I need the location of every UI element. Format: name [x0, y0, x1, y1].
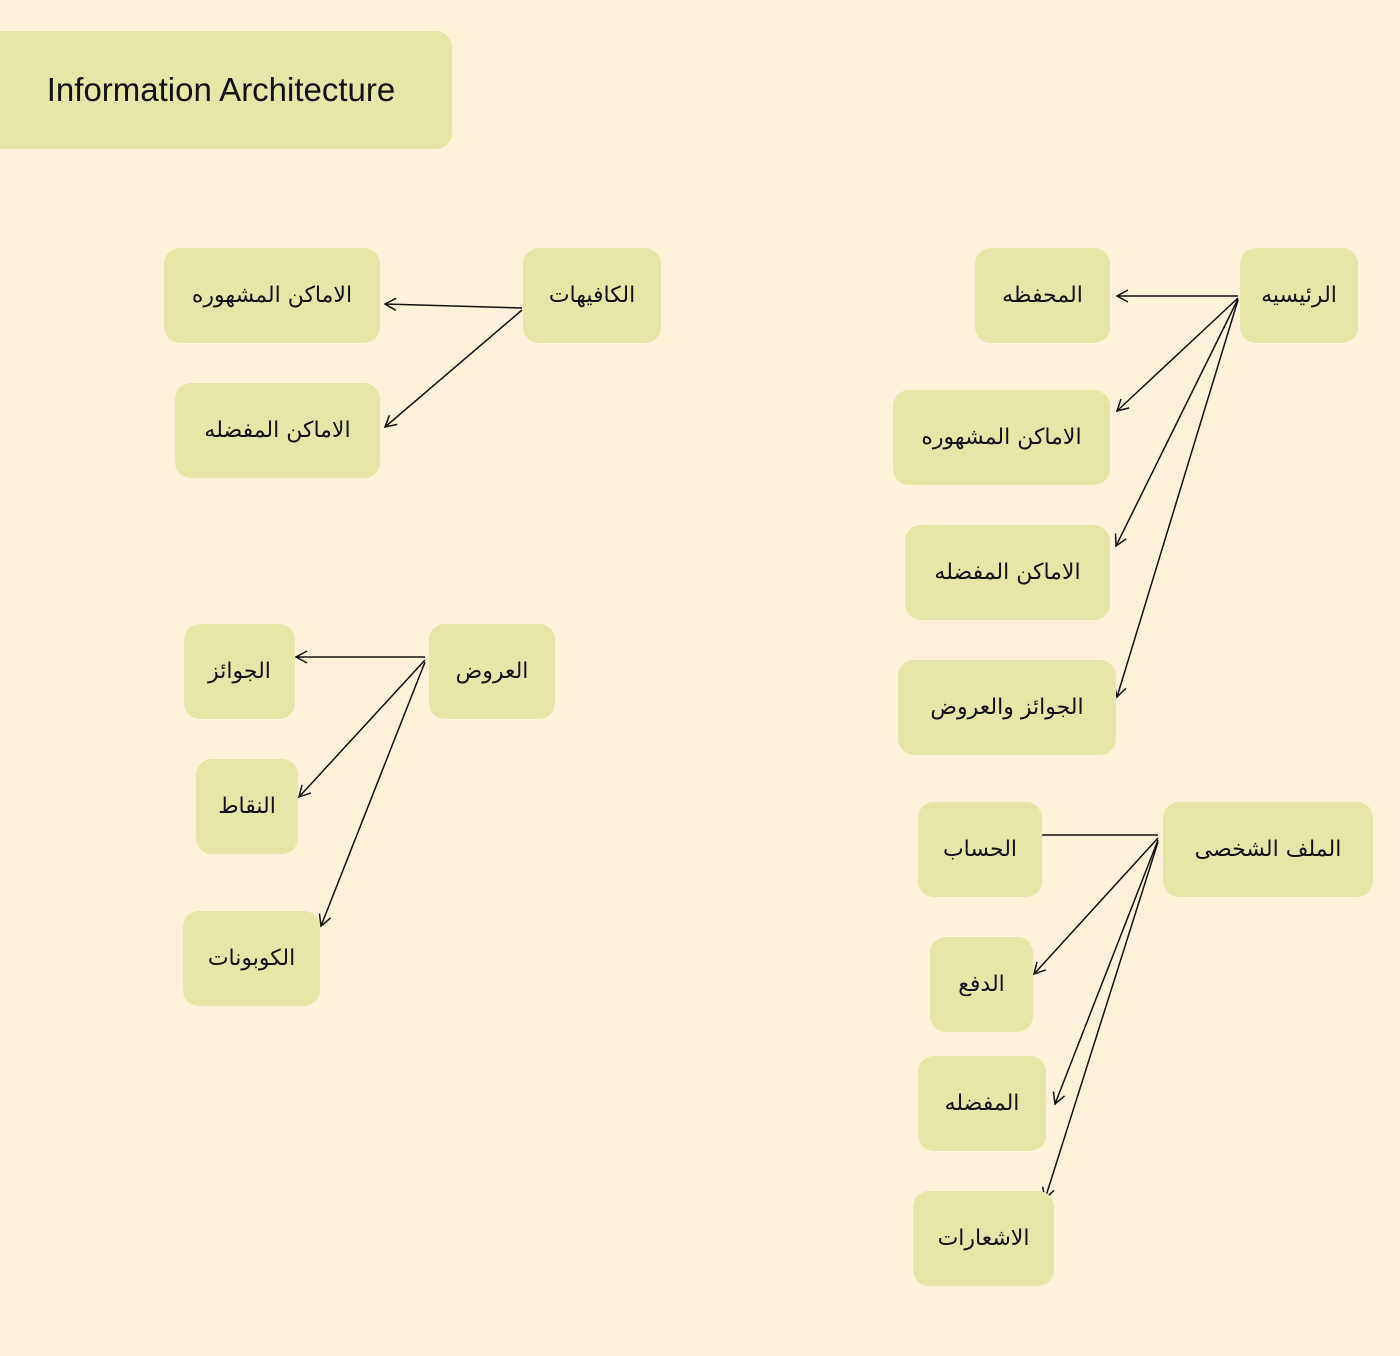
node-home-favorite-places: الاماكن المفضله	[905, 525, 1110, 620]
node-profile: الملف الشخصى	[1163, 802, 1373, 897]
node-profile-notifications: الاشعارات	[913, 1191, 1054, 1286]
arrow-home-popular	[1115, 297, 1239, 413]
arrow-cafes-favorite	[383, 309, 523, 429]
arrow-home-favorite	[1114, 298, 1239, 548]
arrow-offers-points	[297, 659, 426, 799]
node-cafes: الكافيهات	[523, 248, 661, 343]
arrow-offers-coupons	[318, 661, 426, 928]
arrow-home-prizes-offers	[1113, 299, 1239, 699]
node-home-popular-places: الاماكن المشهوره	[893, 390, 1110, 485]
arrow-profile-payment	[1032, 837, 1159, 976]
node-profile-payment: الدفع	[930, 937, 1033, 1032]
arrow-profile-notifications	[1041, 841, 1159, 1201]
node-profile-favorites: المفضله	[918, 1056, 1046, 1151]
node-home-wallet: المحفظه	[975, 248, 1110, 343]
arrow-cafes-popular	[383, 297, 523, 311]
node-offers-coupons: الكوبونات	[183, 911, 320, 1006]
diagram-title: Information Architecture	[0, 31, 452, 149]
arrow-profile-favorites	[1052, 839, 1159, 1106]
node-cafes-popular-places: الاماكن المشهوره	[164, 248, 380, 343]
node-home-prizes-offers: الجوائز والعروض	[898, 660, 1116, 755]
node-home: الرئيسيه	[1240, 248, 1358, 343]
node-offers: العروض	[429, 624, 555, 719]
node-cafes-favorite-places: الاماكن المفضله	[175, 383, 380, 478]
node-profile-account: الحساب	[918, 802, 1042, 897]
node-offers-prizes: الجوائز	[184, 624, 295, 719]
node-offers-points: النقاط	[196, 759, 298, 854]
